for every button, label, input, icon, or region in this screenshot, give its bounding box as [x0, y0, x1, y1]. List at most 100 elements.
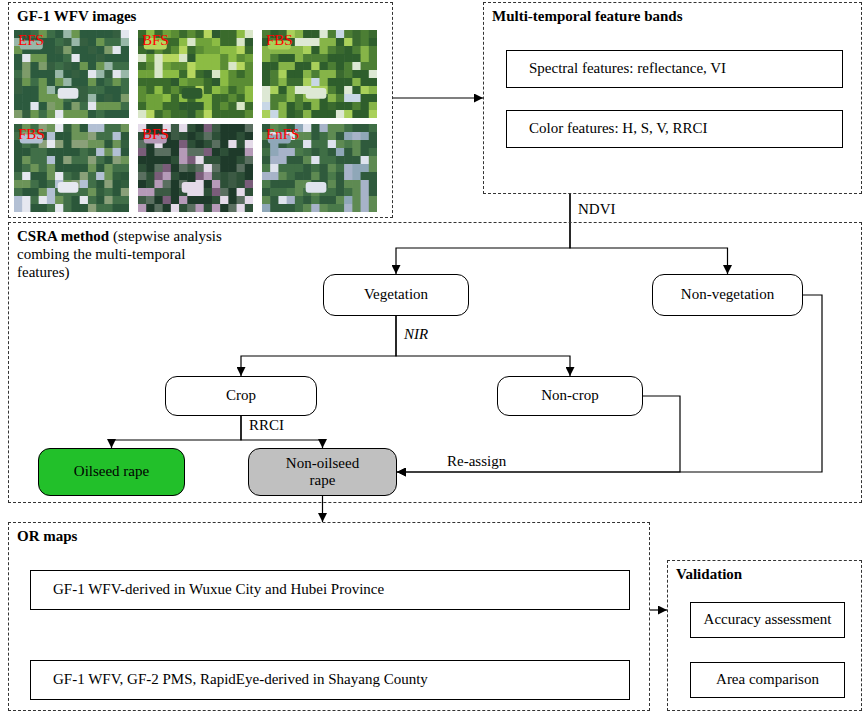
image-pixel [212, 62, 221, 71]
image-pixel [30, 180, 39, 189]
image-pixel [138, 188, 147, 197]
image-pixel [352, 156, 361, 165]
image-pixel [320, 102, 329, 111]
image-pixel [30, 94, 39, 103]
image-pixel [270, 54, 279, 63]
image-pixel [72, 30, 81, 39]
image-pixel [171, 204, 180, 212]
image-pixel [22, 148, 31, 157]
image-pixel [80, 78, 89, 87]
image-pixel [204, 110, 213, 118]
image-pixel [80, 164, 89, 173]
image-pixel [104, 102, 113, 111]
image-pixel [171, 102, 180, 111]
image-pixel [96, 62, 105, 71]
image-pixel [22, 156, 31, 165]
image-pixel [121, 110, 129, 118]
image-pixel [278, 172, 287, 181]
image-pixel [88, 30, 97, 39]
image-pixel [88, 86, 97, 95]
image-pixel [154, 156, 163, 165]
image-thumbnail: BFS [138, 30, 253, 118]
image-pixel [30, 172, 39, 181]
image-pixel [212, 94, 221, 103]
image-pixel [228, 46, 237, 55]
image-pixel [287, 86, 296, 95]
image-pixel [245, 140, 253, 149]
image-pixel [361, 30, 370, 39]
image-pixel [212, 204, 221, 212]
image-pixel [113, 62, 122, 71]
image-pixel [311, 70, 320, 79]
image-pixel [171, 54, 180, 63]
image-pixel [212, 132, 221, 141]
image-pixel [55, 70, 64, 79]
image-pixel [352, 78, 361, 87]
image-pixel [80, 94, 89, 103]
image-pixel [320, 132, 329, 141]
image-pixel [344, 70, 353, 79]
image-pixel [237, 30, 246, 39]
image-pixel [104, 188, 113, 197]
image-pixel [96, 86, 105, 95]
image-pixel [245, 86, 253, 95]
image-pixel [88, 54, 97, 63]
image-pixel [287, 78, 296, 87]
image-pixel [121, 102, 129, 111]
image-pixel [344, 46, 353, 55]
image-pixel [352, 86, 361, 95]
image-pixel [196, 156, 205, 165]
bright-patch [58, 182, 79, 193]
image-pixel [287, 62, 296, 71]
image-pixel [63, 132, 72, 141]
image-pixel [270, 102, 279, 111]
image-pixel [311, 164, 320, 173]
box-label: Vegetation [364, 286, 428, 303]
connector-arrow [322, 496, 323, 522]
image-pixel [320, 148, 329, 157]
image-pixel [245, 124, 253, 133]
image-pixel [30, 196, 39, 205]
image-pixel [228, 70, 237, 79]
image-pixel [336, 46, 345, 55]
image-pixel [204, 86, 213, 95]
image-pixel [154, 62, 163, 71]
image-pixel [237, 54, 246, 63]
image-pixel [361, 54, 370, 63]
image-pixel [72, 148, 81, 157]
image-pixel [179, 124, 188, 133]
image-pixel [245, 70, 253, 79]
box-label: Non-oilseed rape [273, 455, 373, 490]
image-pixel [278, 204, 287, 212]
image-pixel [138, 86, 147, 95]
image-pixel [311, 46, 320, 55]
image-pixel [303, 132, 312, 141]
image-label: BFS [138, 124, 173, 145]
image-pixel [39, 156, 48, 165]
image-pixel [39, 204, 48, 212]
image-pixel [328, 180, 337, 189]
image-pixel [138, 102, 147, 111]
image-pixel [344, 204, 353, 212]
image-pixel [55, 54, 64, 63]
image-pixel [204, 94, 213, 103]
process-box: Spectral features: reflectance, VI [506, 50, 843, 88]
image-pixel [237, 180, 246, 189]
image-pixel [361, 38, 370, 47]
image-pixel [187, 30, 196, 39]
image-pixel [361, 188, 370, 197]
image-pixel [295, 102, 304, 111]
image-pixel [320, 46, 329, 55]
image-pixel [262, 70, 271, 79]
image-pixel [204, 62, 213, 71]
image-pixel [270, 204, 279, 212]
image-pixel [55, 38, 64, 47]
image-pixel [80, 70, 89, 79]
image-pixel [55, 78, 64, 87]
image-pixel [171, 180, 180, 189]
image-pixel [237, 46, 246, 55]
image-pixel [96, 54, 105, 63]
image-pixel [146, 86, 155, 95]
image-pixel [146, 110, 155, 118]
image-pixel [245, 46, 253, 55]
